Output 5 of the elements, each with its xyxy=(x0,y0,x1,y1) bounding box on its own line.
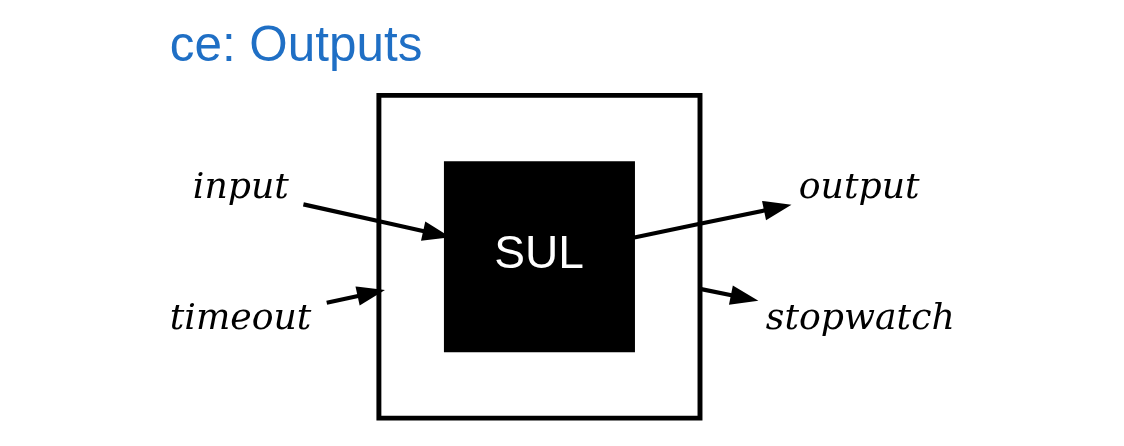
node-text: input xyxy=(192,164,289,208)
node-text: output xyxy=(798,164,920,208)
node-text: stopwatch xyxy=(765,294,955,338)
node-text: timeout xyxy=(169,294,311,338)
diagram-title: ce: Outputs xyxy=(169,15,422,71)
